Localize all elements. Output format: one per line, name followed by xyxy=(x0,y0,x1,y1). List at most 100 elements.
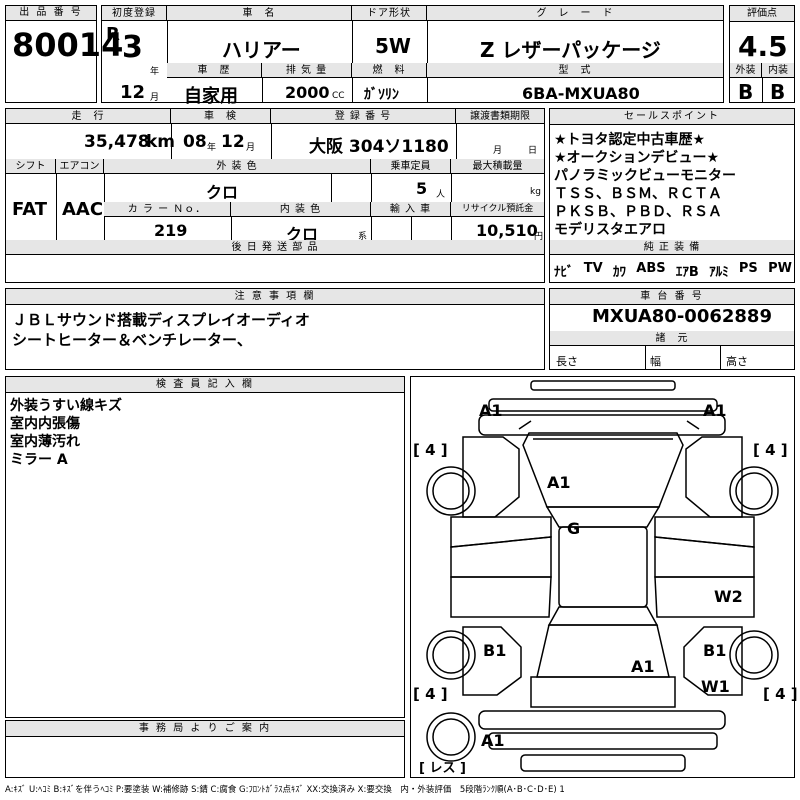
equipment-item: ｶﾜ xyxy=(613,265,626,280)
transfer-month-unit: 月 xyxy=(493,146,503,156)
int-color-label: 内 装 色 xyxy=(231,202,371,217)
chassis-number: MXUA80-0062889 xyxy=(592,306,772,327)
notes-box: 注 意 事 項 欄 ＪＢＬサウンド搭載ディスプレイオーディオ シートヒーター＆ベ… xyxy=(5,288,545,370)
car-history: 自家用 xyxy=(184,86,238,107)
tire-front-left-tread: [ 4 ] xyxy=(413,441,448,459)
selling-point: パノラミックビューモニター xyxy=(554,168,736,184)
equipment-item: PW xyxy=(768,261,792,276)
note-line: シートヒーター＆ベンチレーター、 xyxy=(12,331,252,349)
car-name-label: 車 名 xyxy=(167,6,352,21)
mark-rear-bumper: A1 xyxy=(481,731,505,750)
mark-front-left: A1 xyxy=(479,401,503,420)
ac-label: エアコン xyxy=(56,159,104,174)
inspector-label: 検 査 員 記 入 欄 xyxy=(6,377,404,393)
equipment-label: 純 正 装 備 xyxy=(550,240,794,255)
mileage: 35,478 xyxy=(84,132,150,152)
inspector-box: 検 査 員 記 入 欄 外装うすい線キズ 室内内張傷 室内薄汚れ ミラー A xyxy=(5,376,405,718)
notes-label: 注 意 事 項 欄 xyxy=(6,289,544,305)
import-label: 輸 入 車 xyxy=(371,202,451,217)
capacity-unit: 人 xyxy=(436,190,446,200)
door-type: 5W xyxy=(375,34,411,58)
score-box: 評価点 4.5 外装 内装 B B xyxy=(729,5,795,104)
chassis-box: 車 台 番 号 MXUA80-0062889 諸 元 長さ 幅 高さ xyxy=(549,288,795,370)
capacity: 5 xyxy=(416,179,428,198)
selling-point: ＰＫＳＢ、ＰＢＤ、ＲＳＡ xyxy=(554,204,722,220)
inspection-label: 車 検 xyxy=(171,109,271,124)
transfer-label: 譲渡書類期限 xyxy=(456,109,544,124)
mark-trunk: A1 xyxy=(631,657,655,676)
tire-front-right-tread: [ 4 ] xyxy=(753,441,788,459)
reg-month: 12 xyxy=(120,82,146,103)
door-label: ドア形状 xyxy=(352,6,427,21)
era: R xyxy=(106,24,120,45)
model-code: 6BA-MXUA80 xyxy=(522,84,640,103)
color-no-label: カ ラ ー Ｎｏ． xyxy=(104,202,231,217)
displacement-label: 排 気 量 xyxy=(262,63,352,78)
equipment-item: ｴｱB xyxy=(675,265,699,280)
int-color: クロ xyxy=(286,225,319,244)
max-load-label: 最大積載量 xyxy=(451,159,544,174)
inspector-line: ミラー A xyxy=(10,452,68,468)
ac: AAC xyxy=(62,199,104,220)
selling-point: ＴＳＳ、ＢＳＭ、ＲＣＴＡ xyxy=(554,186,722,202)
model-label: 型 式 xyxy=(427,63,723,78)
color-number: 219 xyxy=(154,221,188,240)
equipment-item: TV xyxy=(583,261,603,276)
tire-rear-left-tread: [ 4 ] xyxy=(413,685,448,703)
color-label: 外 装 色 xyxy=(104,159,371,174)
shift: FAT xyxy=(12,199,48,220)
width-label: 幅 xyxy=(650,355,661,368)
mark-right-rear: B1 xyxy=(703,641,727,660)
fuel: ｶﾞｿﾘﾝ xyxy=(364,87,399,103)
office-box: 事 務 局 よ り ご 案 内 xyxy=(5,720,405,778)
length-label: 長さ xyxy=(556,355,578,368)
spec-box: 走 行 車 検 登 録 番 号 譲渡書類期限 35,478 km 08 年 12… xyxy=(5,108,545,283)
height-label: 高さ xyxy=(726,355,748,368)
transfer-day-unit: 日 xyxy=(528,146,538,156)
plate-number: 大阪 304ソ1180 xyxy=(309,137,449,157)
dims-label: 諸 元 xyxy=(550,331,794,346)
interior-label: 内装 xyxy=(762,63,794,78)
note-line: ＪＢＬサウンド搭載ディスプレイオーディオ xyxy=(12,311,310,329)
equipment-item: PS xyxy=(738,261,758,276)
recycle-fee: 10,510 xyxy=(476,221,538,240)
max-load-unit: kg xyxy=(530,187,541,197)
shift-label: シフト xyxy=(6,159,56,174)
inspection-month: 12 xyxy=(221,132,245,152)
grade-label: グ レ ー ド xyxy=(427,6,723,21)
lot-number: 80014 xyxy=(12,26,124,64)
interior-score: B xyxy=(770,80,786,104)
recycle-unit: 円 xyxy=(534,232,544,242)
car-outline-diagram xyxy=(426,380,779,772)
tire-rear-right-tread: [ 4 ] xyxy=(763,685,798,703)
recycle-label: リサイクル預託金 xyxy=(451,202,544,217)
mark-right-quarter: W1 xyxy=(701,677,730,696)
ext-color: クロ xyxy=(206,183,239,202)
office-label: 事 務 局 よ り ご 案 内 xyxy=(6,721,404,737)
lot-label: 出 品 番 号 xyxy=(6,6,96,21)
mark-hood: A1 xyxy=(547,473,571,492)
inspector-line: 室内内張傷 xyxy=(10,416,80,432)
lot-box: 出 品 番 号 80014 xyxy=(5,5,123,103)
selling-point: ★トヨタ認定中古車歴★ xyxy=(554,132,706,148)
grade: Z レザーパッケージ xyxy=(480,38,661,62)
displacement: 2000 xyxy=(285,83,330,102)
selling-points-label: セールスポイント xyxy=(550,109,794,125)
equipment-item: ABS xyxy=(636,261,666,276)
inspection-month-unit: 月 xyxy=(246,143,256,153)
inspection-year: 08 xyxy=(183,132,207,152)
history-label: 車 歴 xyxy=(167,63,262,78)
displacement-unit: CC xyxy=(332,91,345,101)
score-label: 評価点 xyxy=(730,6,794,22)
month-unit: 月 xyxy=(150,93,160,103)
capacity-label: 乗車定員 xyxy=(371,159,451,174)
mark-right-rear-door: W2 xyxy=(714,587,743,606)
reg-year: 3 xyxy=(122,30,143,65)
inspector-line: 外装うすい線キズ xyxy=(10,398,122,414)
damage-diagram: A1 A1 A1 G W2 B1 B1 A1 W1 A1 [ 4 ] [ 4 ]… xyxy=(410,376,798,778)
int-color-unit: 系 xyxy=(358,232,368,242)
mark-front-right: A1 xyxy=(703,401,727,420)
exterior-label: 外装 xyxy=(730,63,762,78)
mark-roof: G xyxy=(567,519,581,538)
